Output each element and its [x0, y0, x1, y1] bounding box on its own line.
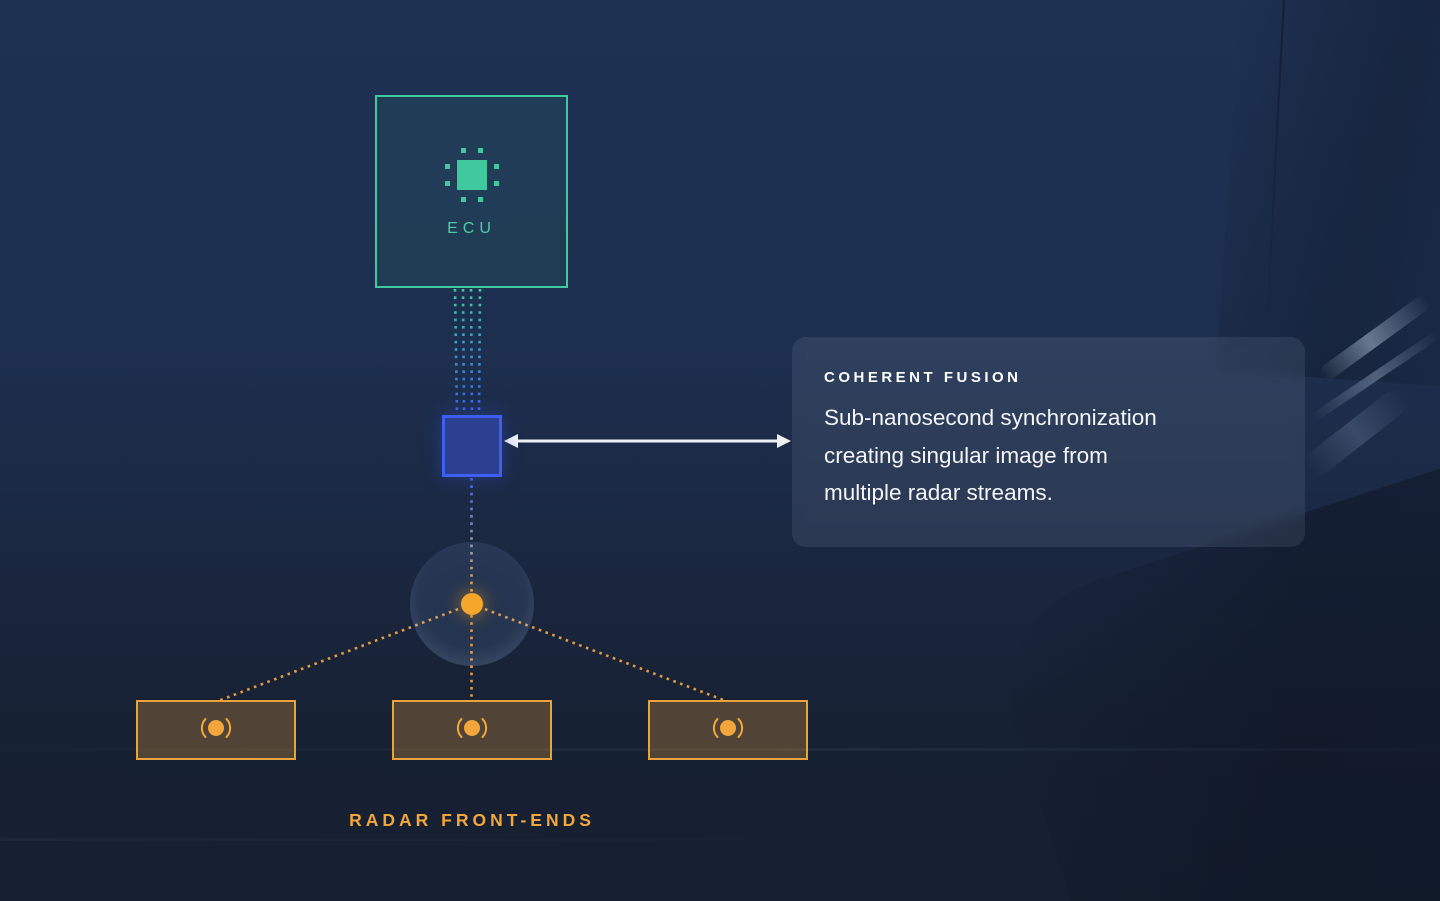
callout-body-line: Sub-nanosecond synchronization: [824, 405, 1157, 430]
callout-leader-line: [504, 434, 791, 448]
coherent-fusion-callout: COHERENT FUSION Sub-nanosecond synchroni…: [792, 337, 1305, 547]
radar-front-end-3[interactable]: [648, 700, 808, 760]
ecu-label: ECU: [447, 220, 496, 237]
leader-arrowhead-left-icon: [504, 434, 518, 448]
radar-emitter-icon: [710, 715, 746, 746]
ecu-node[interactable]: ECU: [375, 95, 568, 288]
radar-front-end-2[interactable]: [392, 700, 552, 760]
radar-emitter-icon: [454, 715, 490, 746]
radar-front-ends-label: RADAR FRONT-ENDS: [349, 810, 595, 830]
callout-body-line: creating singular image from: [824, 442, 1108, 468]
sync-hub-dot[interactable]: [461, 593, 483, 615]
callout-title: COHERENT FUSION: [824, 369, 1022, 386]
chip-icon: [444, 147, 500, 208]
fusion-node[interactable]: [442, 415, 502, 477]
radar-fanout-lines: [217, 602, 727, 703]
callout-body: Sub-nanosecond synchronization creating …: [824, 399, 1273, 512]
radar-emitter-icon: [198, 715, 234, 746]
ecu-uplink-lines: [453, 288, 482, 414]
leader-arrowhead-right-icon: [777, 434, 791, 448]
radar-front-end-1[interactable]: [136, 700, 296, 760]
callout-body-line: multiple radar streams.: [824, 480, 1053, 505]
